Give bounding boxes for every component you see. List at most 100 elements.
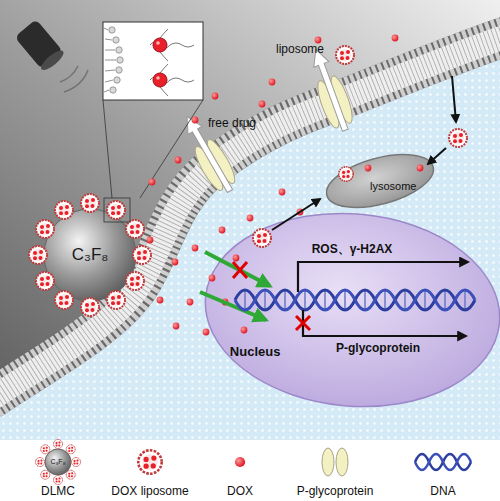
- sound-wave: [60, 66, 78, 82]
- zoom-line: [140, 100, 203, 198]
- dox-molecule: [247, 215, 254, 222]
- legend-liposome: [66, 445, 75, 454]
- legend-liposome: [66, 470, 75, 479]
- legend-liposome: [54, 476, 63, 485]
- legend-dox-liposome: [138, 450, 161, 473]
- dox-molecule: [392, 35, 399, 42]
- nucleus: Nucleus: [205, 214, 500, 406]
- legend-liposome: [54, 440, 63, 449]
- dox-molecule: [212, 93, 219, 100]
- sound-waves: [60, 66, 88, 92]
- dox-molecule: [259, 101, 266, 108]
- microbubble-shape: [44, 209, 136, 301]
- nucleus-outline: [205, 214, 500, 406]
- nucleus-shape: [197, 202, 500, 419]
- zoom-inset: [103, 22, 203, 222]
- legend-text: DOX: [227, 485, 253, 498]
- cross-stroke: [296, 316, 310, 330]
- dox-molecule: [241, 327, 248, 334]
- legend-area: [0, 440, 500, 501]
- legend-text: P-glycoprotein: [297, 485, 374, 498]
- trafficking-arrows: [272, 76, 456, 230]
- dox-molecule: [147, 237, 154, 244]
- lipid-head: [110, 87, 116, 93]
- ultrasound-transducer: [15, 19, 67, 73]
- dox-molecule: [209, 275, 216, 282]
- dox-molecule: [279, 189, 286, 196]
- legend-microbubble: C₃F₈: [45, 449, 71, 475]
- peg-chain: [150, 29, 194, 61]
- dox-molecule: [149, 179, 156, 186]
- dox-molecule: [173, 323, 180, 330]
- legend-microbubble-shape: [45, 449, 71, 475]
- dox-molecule: [219, 227, 226, 234]
- dox-liposome: [36, 272, 54, 290]
- lysosome: lysosome: [325, 158, 435, 204]
- dox-liposome: [36, 220, 54, 238]
- microbubble: C₃F₈: [44, 209, 136, 301]
- lipid-tails: [104, 28, 194, 96]
- dox-molecule: [192, 117, 199, 124]
- dox-liposome: [29, 246, 47, 264]
- dox-molecule: [175, 157, 182, 164]
- legend-liposome: [72, 458, 81, 467]
- inset-box: [103, 22, 203, 100]
- dox-molecule: [269, 79, 276, 86]
- cross-stroke: [233, 262, 247, 278]
- transducer-face: [38, 47, 66, 73]
- zoom-line: [103, 100, 112, 198]
- lipid-head: [117, 57, 123, 63]
- peg-chain: [150, 64, 194, 96]
- trafficking-arrow: [272, 199, 320, 230]
- entry-arrow: [205, 252, 270, 286]
- efflux-arrow: [180, 113, 237, 195]
- node-text: lysosome: [370, 180, 416, 192]
- dox-molecule: [233, 255, 240, 262]
- dna-base-pairs: [245, 291, 465, 309]
- legend-dna-strand: [415, 454, 471, 470]
- dox-molecule: [417, 165, 424, 172]
- legend-text: DOX liposome: [111, 485, 188, 498]
- lipid-head: [116, 67, 122, 73]
- lipid-tail: [104, 28, 116, 92]
- ros-arrow: [298, 262, 468, 292]
- dox-molecule: [203, 329, 210, 336]
- dox-liposome: [126, 220, 144, 238]
- dna-strand: [235, 290, 475, 310]
- dox-liposome: [81, 298, 99, 316]
- legend-dox: [235, 457, 245, 467]
- dox-molecule: [192, 245, 199, 252]
- legend-pump-half: [336, 448, 348, 476]
- dox-liposome: [107, 291, 125, 309]
- legend-liposome: [41, 470, 50, 479]
- efflux-arrow: [308, 47, 352, 133]
- inset-drug: [156, 41, 160, 45]
- legend-dna-strand: [415, 454, 471, 470]
- dox-molecule: [222, 299, 229, 306]
- free-dox: [147, 35, 424, 336]
- zoom-frame: [104, 198, 130, 222]
- sound-wave: [64, 70, 88, 92]
- legend-symbols: [36, 440, 472, 485]
- dna-helix: [235, 290, 475, 310]
- entry-arrow: [200, 292, 266, 320]
- cross-stroke: [296, 316, 310, 330]
- dox-molecule: [157, 297, 164, 304]
- dox-molecule: [255, 313, 262, 320]
- block-mark: [296, 316, 310, 330]
- dox-molecule: [365, 165, 372, 172]
- node-text: Nucleus: [230, 345, 281, 359]
- dox-liposome: [339, 167, 353, 181]
- dox-molecule: [315, 37, 322, 44]
- callout-label: liposome: [276, 43, 324, 56]
- expression-arrows: [298, 262, 468, 336]
- legend-liposome: [36, 458, 45, 467]
- dox-molecule: [187, 299, 194, 306]
- node-text: C₃F₈: [50, 458, 65, 466]
- lipid-heads: [109, 27, 123, 93]
- inset-drug: [156, 76, 160, 80]
- legend-text: DNA: [430, 485, 455, 498]
- lipid-head: [113, 37, 119, 43]
